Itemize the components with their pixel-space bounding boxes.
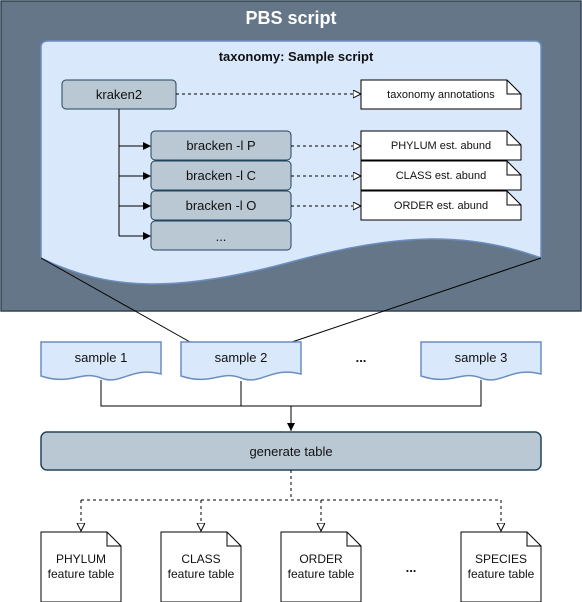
sample-3-node — [420, 341, 542, 381]
order-abund-doc — [360, 190, 522, 221]
phylum-feature-table-label-1: PHYLUM — [56, 552, 106, 566]
phylum-abund-doc-fold — [506, 131, 521, 146]
class-feature-table-label-2: feature table — [168, 567, 235, 581]
funnel-line-right — [291, 257, 542, 343]
class-abund-doc — [360, 160, 522, 191]
species-feature-table-doc — [460, 531, 542, 602]
samples-merge-bus — [100, 380, 482, 407]
pbs-script-title: PBS script — [245, 8, 336, 28]
bracken-more-step — [150, 220, 292, 251]
order-feature-table-doc — [280, 531, 362, 602]
phylum-abund-label: PHYLUM est. abund — [391, 140, 491, 152]
class-feature-table-doc — [160, 531, 242, 602]
class-feature-table-fold — [226, 532, 241, 547]
sample-2-node — [180, 341, 302, 381]
feature-tables-ellipsis: ... — [406, 560, 417, 575]
species-feature-table-label-2: feature table — [468, 567, 535, 581]
phylum-feature-table-doc — [40, 531, 122, 602]
order-feature-table-label-2: feature table — [288, 567, 355, 581]
funnel-line-left — [40, 257, 191, 343]
phylum-feature-table-label-2: feature table — [48, 567, 115, 581]
sample-3-label: sample 3 — [455, 350, 508, 365]
phylum-feature-table-fold — [106, 532, 121, 547]
taxonomy-annotations-doc-fold — [506, 80, 521, 95]
order-feature-table-fold — [346, 532, 361, 547]
bracken-phylum-label: bracken -l P — [186, 138, 255, 153]
species-feature-table-fold — [526, 532, 541, 547]
samples-ellipsis: ... — [356, 350, 367, 365]
sample-2-label: sample 2 — [215, 350, 268, 365]
phylum-abund-doc — [360, 130, 522, 161]
sample-1-node — [40, 341, 162, 381]
taxonomy-script-title: taxonomy: Sample script — [219, 49, 374, 64]
bracken-class-label: bracken -l C — [186, 168, 256, 183]
class-abund-doc-fold — [506, 161, 521, 176]
bracken-order-label: bracken -l O — [186, 198, 257, 213]
generate-table-label: generate table — [249, 444, 332, 459]
sample-1-label: sample 1 — [75, 350, 128, 365]
class-feature-table-label-1: CLASS — [181, 552, 220, 566]
taxonomy-annotations-label: taxonomy annotations — [387, 89, 495, 101]
bracken-more-label: ... — [216, 229, 227, 244]
kraken2-label: kraken2 — [96, 87, 142, 102]
class-abund-label: CLASS est. abund — [396, 170, 487, 182]
order-feature-table-label-1: ORDER — [299, 552, 343, 566]
order-abund-doc-fold — [506, 191, 521, 206]
taxonomy-annotations-doc — [360, 79, 522, 110]
order-abund-label: ORDER est. abund — [394, 200, 488, 212]
species-feature-table-label-1: SPECIES — [475, 552, 527, 566]
